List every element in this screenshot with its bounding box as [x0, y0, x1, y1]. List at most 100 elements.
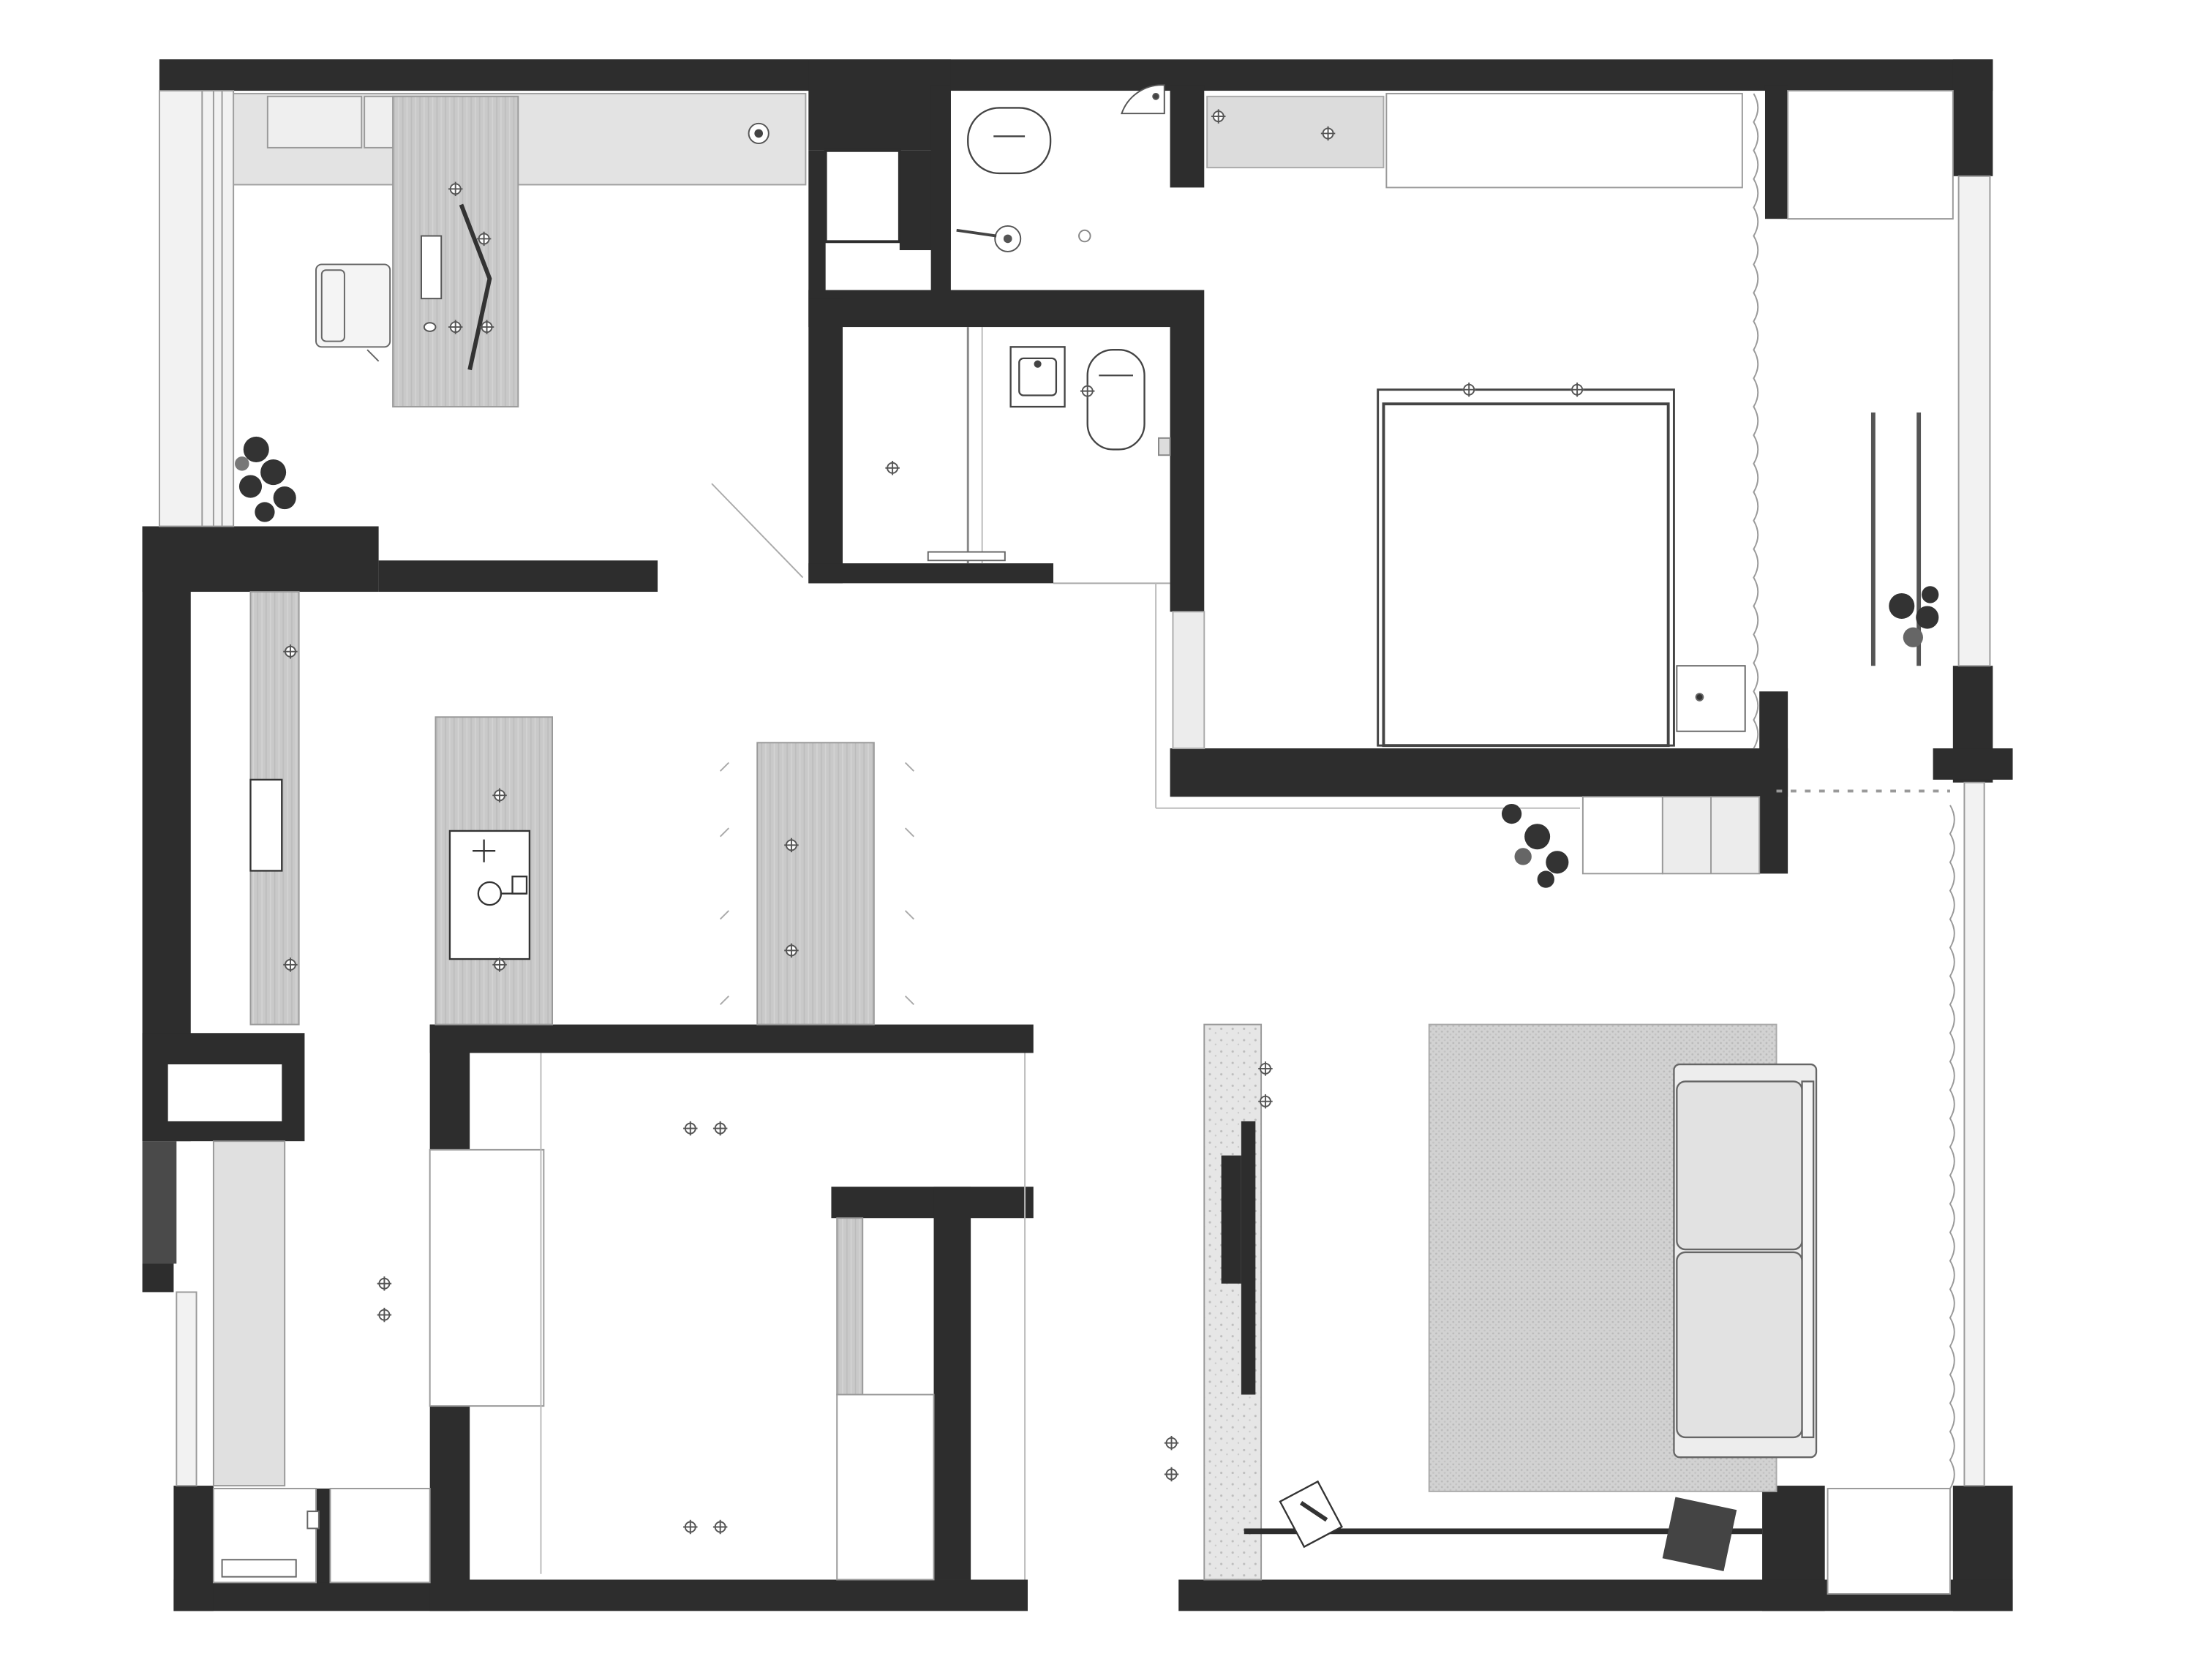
bed-icon [1377, 388, 1675, 748]
ceiling-light-icon [479, 320, 494, 334]
desk-lamp-arm [459, 203, 492, 371]
wall-column-top [808, 59, 951, 151]
study-cabinet-door-1 [266, 95, 363, 148]
wall-bedroom2-left-top [429, 1024, 470, 1150]
dining-chair-marks [719, 761, 914, 1006]
bedroom2-shelf [836, 1217, 864, 1396]
bedroom2-cabinet [836, 1393, 935, 1581]
ceiling-light-icon [1164, 1467, 1179, 1482]
ceiling-light-icon [448, 181, 463, 197]
secondary-bedroom [429, 1053, 1026, 1581]
wall-bath2-left [808, 298, 843, 584]
ceiling-light-icon [1320, 126, 1336, 141]
master-bedroom [1172, 92, 1759, 750]
ceiling-light-icon [1258, 1061, 1273, 1076]
dining-table [756, 742, 875, 1026]
tv-screen [1241, 1121, 1256, 1395]
desk-mouse [423, 322, 437, 332]
ceiling-light-icon [784, 943, 799, 958]
ceiling-light-icon [377, 1276, 392, 1291]
bedroom-dresser [1206, 95, 1385, 169]
wall-right-stub [1933, 748, 2013, 780]
plant-icon [1889, 586, 1939, 647]
wall-bath2-bottom [808, 563, 1053, 584]
wall-left-stub-lower [142, 1263, 174, 1293]
ceiling-light-icon [1164, 1435, 1179, 1451]
kitchen-cooktop [249, 778, 283, 872]
window-balcony-right [1957, 175, 1991, 667]
ceiling-light-icon [1258, 1094, 1273, 1109]
floor-lamp-icon [1279, 1480, 1344, 1549]
walls [142, 59, 2013, 1611]
ceiling-light-icon [492, 788, 507, 803]
wall-bath-left [930, 85, 951, 299]
sofa-icon [1673, 1063, 1818, 1459]
desk-laptop [421, 235, 443, 300]
wall-kitchen-top [378, 560, 658, 592]
ceiling-light-icon [683, 1121, 698, 1136]
plant-icon [235, 436, 296, 522]
bedroom-wardrobe [1385, 92, 1743, 189]
living-curtain [1949, 805, 1955, 1489]
ceiling-light-icon [712, 1121, 728, 1136]
study [233, 92, 807, 579]
ceiling-light-icon [476, 231, 492, 247]
window-left-bottom [176, 1291, 198, 1487]
sink-icon [1009, 346, 1066, 408]
ceiling-light-icon [784, 838, 799, 853]
living-room [1155, 583, 1955, 1595]
wall-bedroom2-left-bottom [429, 1406, 470, 1611]
ceiling-light-icon [1462, 382, 1476, 397]
sink-icon [1121, 84, 1165, 115]
wall-small-stub [316, 1488, 331, 1583]
wall-top-study-extension [159, 59, 809, 91]
balcony-cabinet [1787, 90, 1954, 220]
wall-left-top-stub [142, 526, 379, 592]
living-bottom-alcove [1827, 1488, 1951, 1595]
window-study-left [158, 90, 235, 527]
plant-icon [1501, 803, 1569, 888]
ceiling-light-icon [1080, 383, 1095, 399]
office-chair-icon [315, 263, 391, 362]
wall-left-bottom [173, 1486, 214, 1611]
wall-bath-right-lower [1170, 290, 1205, 612]
bathroom-2-threshold [927, 551, 1006, 562]
ceiling-light-icon [283, 958, 298, 972]
wall-wardrobe-top [831, 1186, 1034, 1219]
ceiling-light-icon [712, 1519, 728, 1535]
study-door-swing [711, 483, 804, 579]
wall-column-pillar [808, 150, 826, 299]
side-table-icon [1662, 1497, 1737, 1572]
wall-wardrobe-pillar [933, 1186, 971, 1580]
wall-bedroom-right-top [1764, 85, 1788, 219]
desk-icon [392, 95, 519, 408]
living-shoe-cabinet [1581, 796, 1663, 875]
bathroom-1-pillar-box [824, 148, 901, 244]
hallway-storage [212, 1140, 431, 1584]
kitchen-sink-icon [448, 830, 531, 960]
bathroom-1 [824, 84, 1165, 252]
ceiling-light-icon [377, 1307, 392, 1323]
wall-bedroom-right [1759, 691, 1788, 874]
toilet-icon [1086, 349, 1146, 451]
shower-icon [956, 225, 1091, 252]
bathroom-2-floor-drain [1158, 437, 1171, 456]
ceiling-light-icon [1211, 109, 1226, 124]
balcony [1776, 90, 1954, 793]
window-living-right [1963, 781, 1985, 1487]
wall-bedroom-bottom [1170, 748, 1788, 797]
ceiling-light-icon [683, 1519, 698, 1535]
plant-icon [748, 122, 770, 145]
bathroom-2 [927, 327, 1171, 584]
bedroom-door-panel [1172, 611, 1205, 750]
ceiling-light-icon [283, 644, 298, 659]
side-table-icon [1676, 665, 1746, 732]
window-left-lower [142, 1141, 177, 1264]
ceiling-lights [283, 109, 1584, 1535]
kitchen [249, 591, 553, 1026]
bedroom2-wardrobe [429, 1148, 545, 1407]
ceiling-light-icon [448, 320, 463, 334]
wall-bottom-left [173, 1579, 1028, 1611]
tv-panel [1221, 1155, 1241, 1284]
